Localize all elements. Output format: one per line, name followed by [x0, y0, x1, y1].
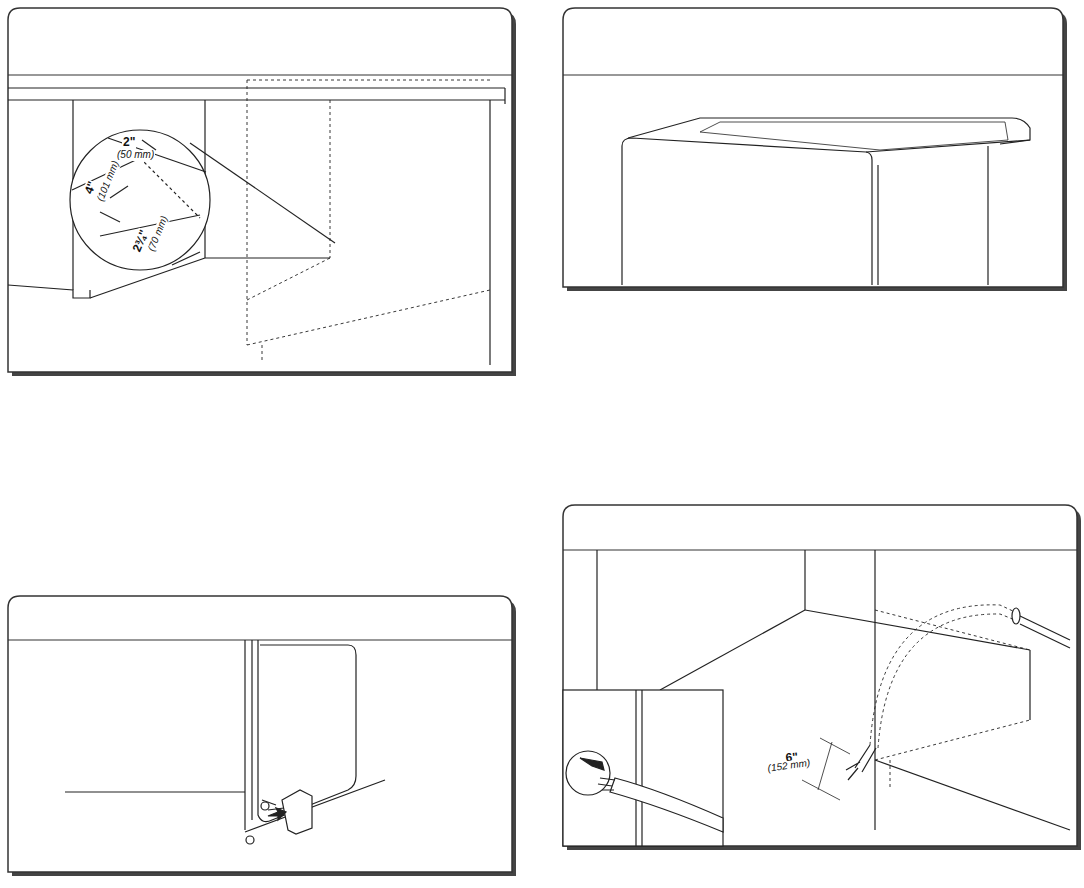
- line-art: [110, 186, 128, 198]
- line-art: [563, 505, 1077, 846]
- line-art: [874, 550, 875, 830]
- line-art: [8, 639, 512, 640]
- line-art: [610, 778, 723, 832]
- line-art: [700, 122, 1008, 150]
- line-art: [247, 258, 330, 300]
- line-art: [489, 100, 490, 365]
- line-art: [641, 690, 642, 846]
- line-art: [890, 760, 891, 790]
- line-art: [8, 74, 512, 75]
- line-art: [866, 140, 1030, 152]
- line-art: [70, 130, 210, 270]
- line-art: [262, 800, 284, 810]
- line-art: [245, 780, 385, 832]
- line-art: [8, 87, 505, 88]
- cable-routing: [563, 550, 1070, 846]
- dimension-label: (50 mm): [116, 150, 155, 161]
- line-art: [1029, 650, 1030, 720]
- line-art: [1012, 608, 1020, 624]
- line-art: [987, 146, 988, 285]
- line-art: [877, 165, 878, 285]
- line-art: [244, 640, 245, 830]
- line-art: [802, 780, 840, 800]
- line-art: [8, 596, 512, 872]
- line-art: [804, 550, 805, 610]
- line-art: [262, 345, 263, 360]
- line-art: [8, 8, 512, 372]
- line-art: [878, 614, 1015, 748]
- line-art: [660, 610, 805, 690]
- line-art: [8, 285, 90, 298]
- line-art: [875, 720, 1030, 760]
- dishwasher-top: [622, 118, 1030, 285]
- line-art: [140, 158, 200, 218]
- line-art: [598, 778, 615, 790]
- cabinet-opening: [8, 80, 505, 365]
- panel-frames: [8, 8, 1077, 872]
- line-art: [563, 549, 1077, 550]
- line-art: [8, 99, 505, 100]
- line-art: [247, 80, 248, 345]
- line-art: [247, 80, 490, 360]
- line-art: [596, 550, 597, 690]
- line-art: [566, 751, 610, 795]
- line-art: [820, 738, 850, 754]
- line-art: [563, 74, 1063, 75]
- line-art: [875, 610, 1030, 650]
- line-art: [268, 808, 286, 820]
- line-art: [635, 690, 636, 846]
- dimension-label: 2": [122, 136, 136, 149]
- line-art: [622, 138, 872, 285]
- line-art: [870, 605, 1030, 790]
- line-art: [805, 610, 1030, 650]
- line-art: [251, 640, 252, 820]
- line-art: [875, 760, 1070, 830]
- line-art: [65, 791, 245, 792]
- line-art: [100, 212, 120, 222]
- line-art: [205, 257, 330, 258]
- line-art: [504, 88, 505, 104]
- dishwasher-foot: [65, 640, 385, 844]
- line-art: [563, 690, 723, 846]
- line-art: [846, 745, 876, 780]
- line-art: [246, 836, 254, 844]
- line-art: [563, 8, 1063, 287]
- line-art: [190, 143, 335, 243]
- line-art: [247, 290, 490, 345]
- line-art: [870, 605, 1015, 745]
- line-art: [580, 758, 604, 770]
- line-art: [330, 100, 331, 258]
- line-art: [818, 742, 832, 790]
- line-art: [261, 802, 269, 810]
- header-lines: [8, 75, 1077, 640]
- line-art: [1020, 624, 1070, 648]
- line-art: [142, 140, 156, 150]
- line-art: [247, 80, 490, 81]
